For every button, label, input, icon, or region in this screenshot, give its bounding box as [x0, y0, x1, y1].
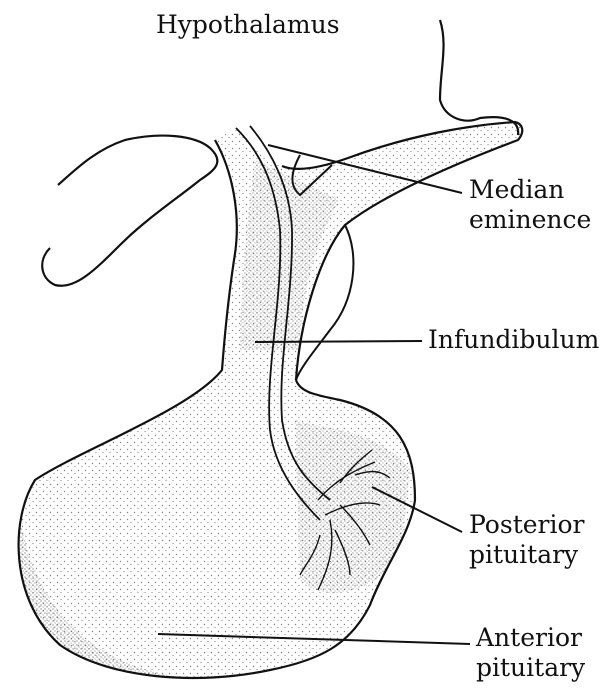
anterior-pituitary-line2: pituitary: [476, 653, 585, 683]
posterior-pituitary-line1: Posterior: [469, 510, 584, 540]
anterior-pituitary-label: Anterior pituitary: [476, 623, 585, 683]
anterior-pituitary-line1: Anterior: [476, 623, 585, 653]
posterior-pituitary-label: Posterior pituitary: [469, 510, 584, 570]
median-eminence-label: Median eminence: [469, 175, 591, 235]
optic-tract-outline: [440, 20, 518, 135]
infundibulum-label: Infundibulum: [428, 325, 599, 355]
hypothalamus-outline: [42, 136, 217, 286]
leader-infundibulum: [255, 341, 422, 342]
posterior-pituitary-line2: pituitary: [469, 540, 584, 570]
median-eminence-line2: eminence: [469, 205, 591, 235]
diagram-title: Hypothalamus: [156, 10, 340, 40]
median-eminence-line1: Median: [469, 175, 591, 205]
